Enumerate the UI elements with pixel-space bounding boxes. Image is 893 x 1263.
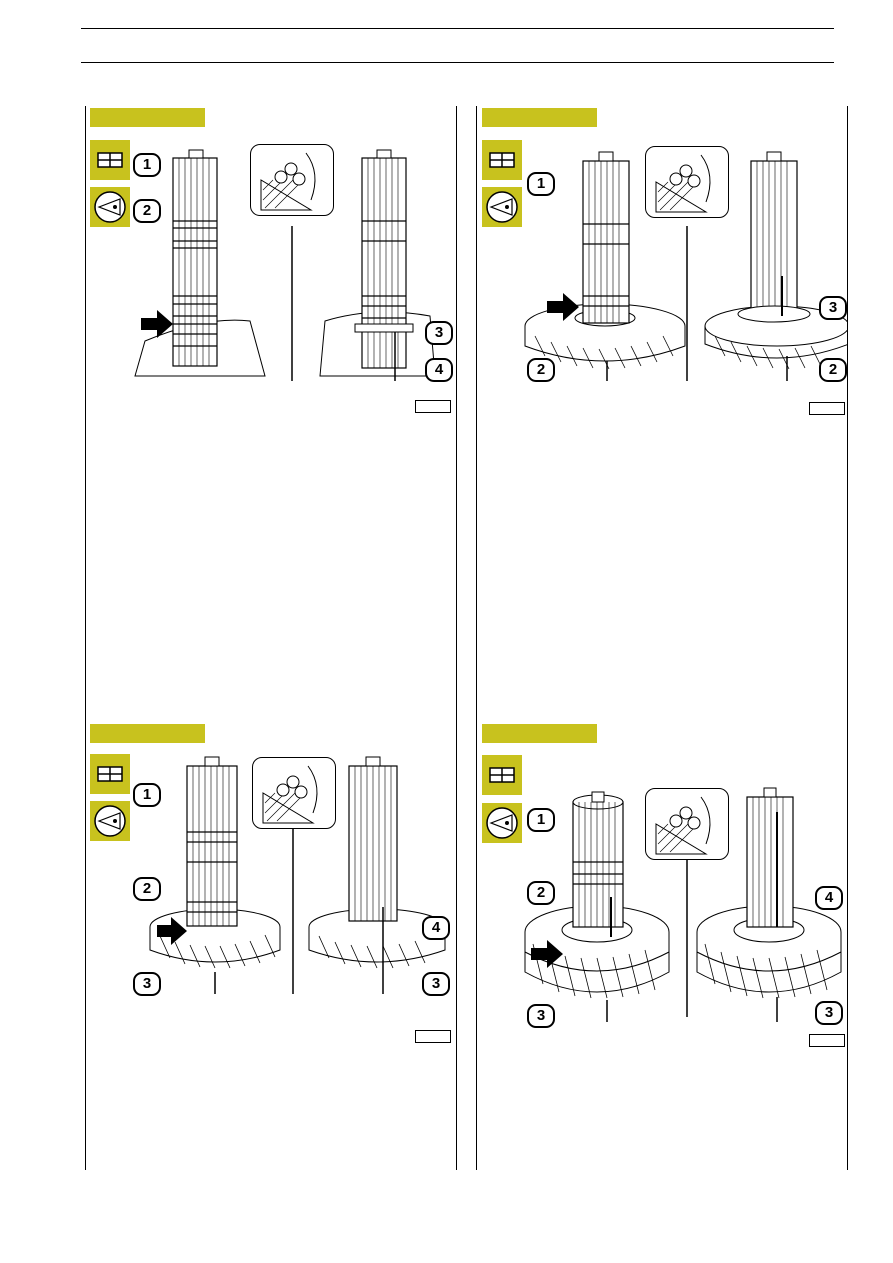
- bearing-detail-icon: [252, 757, 336, 829]
- gear-shaft-drawing-bottom-left: [149, 756, 446, 994]
- grid-icon: [90, 754, 130, 794]
- eye-view-icon: [482, 187, 522, 227]
- callout-3: 3: [819, 296, 847, 320]
- grid-icon: [90, 140, 130, 180]
- push-arrow-icon: [157, 917, 187, 945]
- figure-panel-top-right: 1 2 3 2: [477, 106, 847, 415]
- callout-1: 1: [527, 172, 555, 196]
- callout-2-right: 2: [819, 358, 847, 382]
- callout-3: 3: [133, 972, 161, 996]
- column-line-middle-a: [456, 106, 457, 1170]
- shaft-drawing-left: [134, 149, 436, 381]
- eye-view-icon: [90, 187, 130, 227]
- figure-reference: [809, 402, 845, 415]
- callout-4: 4: [815, 886, 843, 910]
- grid-icon: [482, 755, 522, 795]
- callout-2: 2: [527, 881, 555, 905]
- figure-reference: [415, 1030, 451, 1043]
- figure-reference: [415, 400, 451, 413]
- bearing-detail-icon: [250, 144, 334, 216]
- callout-1: 1: [133, 783, 161, 807]
- callout-3: 3: [425, 321, 453, 345]
- figure-panel-bottom-left: 1 2 3 4 3: [85, 722, 455, 1043]
- callout-4: 4: [422, 916, 450, 940]
- callout-2: 2: [527, 358, 555, 382]
- callout-3-right: 3: [815, 1001, 843, 1025]
- header-rule-top: [81, 28, 834, 29]
- callout-2: 2: [133, 199, 161, 223]
- figure-tag: [90, 108, 205, 127]
- column-line-left: [85, 106, 86, 1170]
- bearing-detail-icon: [645, 146, 729, 218]
- callout-3-right: 3: [422, 972, 450, 996]
- push-arrow-icon: [531, 940, 563, 968]
- figure-tag: [90, 724, 205, 743]
- figure-tag: [482, 724, 597, 743]
- grid-icon: [482, 140, 522, 180]
- push-arrow-icon: [547, 293, 579, 321]
- column-line-right: [847, 106, 848, 1170]
- bearing-detail-icon: [645, 788, 729, 860]
- figure-tag: [482, 108, 597, 127]
- gear-shaft-drawing-bottom-right: [524, 787, 842, 1022]
- push-arrow-icon: [141, 310, 173, 338]
- figure-panel-top-left: 1 2 3 4: [85, 106, 455, 413]
- gear-shaft-drawing-right: [524, 151, 847, 381]
- callout-1: 1: [133, 153, 161, 177]
- callout-1: 1: [527, 808, 555, 832]
- callout-4: 4: [425, 358, 453, 382]
- header-rule-bottom: [81, 62, 834, 63]
- figure-panel-bottom-right: 1 2 3 4 3: [477, 722, 847, 1047]
- callout-2: 2: [133, 877, 161, 901]
- figure-reference: [809, 1034, 845, 1047]
- column-line-middle-b: [476, 106, 477, 1170]
- eye-view-icon: [482, 803, 522, 843]
- eye-view-icon: [90, 801, 130, 841]
- callout-3: 3: [527, 1004, 555, 1028]
